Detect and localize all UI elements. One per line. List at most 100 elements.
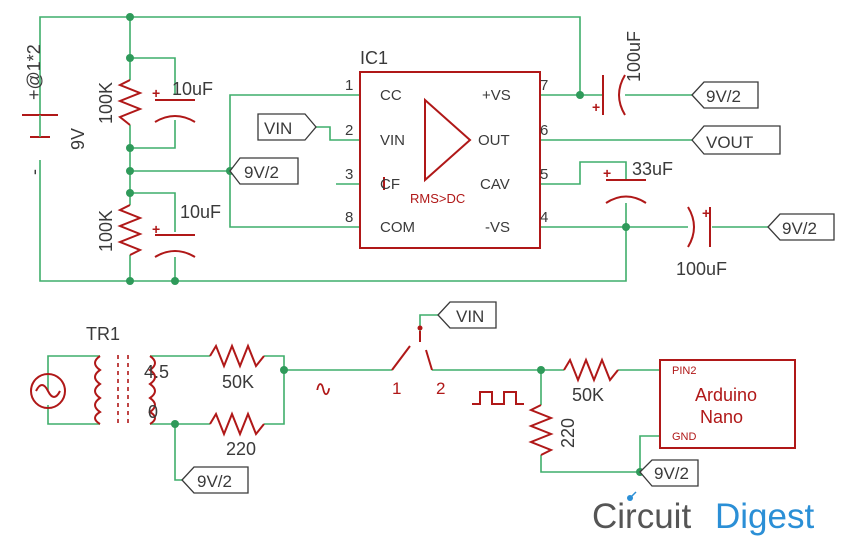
resistor-zigzag bbox=[117, 204, 143, 256]
ic1: IC1 RMS>DC 1 CC 2 VIN 3 CF 8 COM 7 +VS 6… bbox=[345, 48, 548, 249]
flag-9v2-arduino-label: 9V/2 bbox=[654, 464, 689, 483]
resistor-zigzag bbox=[563, 357, 619, 383]
svg-text:+: + bbox=[702, 205, 710, 221]
ac-source bbox=[30, 373, 66, 409]
ic1-pin1-name: CC bbox=[380, 87, 402, 104]
arduino-name-line1: Arduino bbox=[695, 385, 757, 405]
capacitor-100uf-bottom-label: 100uF bbox=[676, 259, 727, 279]
ic1-body bbox=[359, 71, 541, 249]
arduino-nano: PIN2 Arduino Nano GND bbox=[659, 359, 796, 449]
flag-vout-label: VOUT bbox=[706, 133, 753, 152]
capacitor-c-bot: + 10uF bbox=[152, 202, 221, 258]
wires-lower bbox=[47, 314, 660, 481]
flag-9v2-top-right-label: 9V/2 bbox=[706, 87, 741, 106]
arduino-gnd-label: GND bbox=[672, 431, 697, 443]
resistor-r-bot: 100K bbox=[96, 204, 143, 256]
svg-text:+: + bbox=[152, 221, 160, 237]
switch-pos1: 1 bbox=[392, 379, 401, 398]
resistor-zigzag bbox=[528, 404, 554, 456]
circuitdigest-logo: Circuit Digest bbox=[592, 491, 814, 536]
junction-dot bbox=[622, 223, 630, 231]
capacitor-33uf: + 33uF bbox=[603, 159, 673, 204]
flag-9v2-right: 9V/2 bbox=[767, 213, 835, 241]
svg-text:+: + bbox=[152, 85, 160, 101]
capacitor-100uf-bottom: + 100uF bbox=[676, 205, 727, 279]
junction-dot bbox=[126, 13, 134, 21]
resistor-50k-tr: 50K bbox=[209, 343, 265, 392]
arduino-pin2-label: PIN2 bbox=[672, 365, 696, 377]
flag-vin-switch-label: VIN bbox=[456, 307, 484, 326]
capacitor-c-top-label: 10uF bbox=[172, 79, 213, 99]
switch-pos2: 2 bbox=[436, 379, 445, 398]
switch-spdt: 1 2 bbox=[391, 325, 445, 398]
ic1-pin5-name: CAV bbox=[480, 176, 510, 193]
capacitor-plate-curved bbox=[154, 115, 196, 123]
junction-dot bbox=[126, 167, 134, 175]
flag-9v2-arduino: 9V/2 bbox=[639, 459, 699, 487]
resistor-r-top: 100K bbox=[96, 79, 143, 126]
capacitor-c-bot-label: 10uF bbox=[180, 202, 221, 222]
junction-dot bbox=[171, 420, 179, 428]
capacitor-plate-curved bbox=[154, 250, 196, 258]
capacitor-100uf-top-label: 100uF bbox=[624, 31, 644, 82]
logo-digest-text: Digest bbox=[715, 497, 814, 536]
resistor-r-bot-label: 100K bbox=[96, 210, 116, 252]
transformer-name: TR1 bbox=[86, 324, 120, 344]
flag-vin-switch: VIN bbox=[437, 301, 497, 329]
flag-9v2-transformer: 9V/2 bbox=[181, 466, 249, 494]
ic1-pin7-name: +VS bbox=[482, 87, 511, 104]
ic1-name: IC1 bbox=[360, 48, 388, 68]
ic1-pin3-number: 3 bbox=[345, 166, 353, 183]
ic1-pin2-name: VIN bbox=[380, 132, 405, 149]
ic1-pin2-number: 2 bbox=[345, 122, 353, 139]
battery-minus: - bbox=[24, 169, 44, 175]
transformer-tr1: TR1 4.5 0 bbox=[86, 324, 169, 427]
capacitor-100uf-top: + 100uF bbox=[592, 31, 644, 116]
resistor-r-top-label: 100K bbox=[96, 82, 116, 124]
junction-dot bbox=[576, 91, 584, 99]
flag-vout: VOUT bbox=[691, 125, 781, 155]
ic1-pin7-number: 7 bbox=[540, 77, 548, 94]
resistor-zigzag bbox=[117, 79, 143, 126]
ic1-pin5-number: 5 bbox=[540, 166, 548, 183]
ic1-pin6-number: 6 bbox=[540, 122, 548, 139]
flag-9v2-right-label: 9V/2 bbox=[782, 219, 817, 238]
wires-upper bbox=[39, 16, 768, 282]
ic1-pin6-name: OUT bbox=[478, 132, 510, 149]
resistor-50k-tr-label: 50K bbox=[222, 372, 254, 392]
transformer-tap-hi: 4.5 bbox=[144, 362, 169, 382]
ic1-pin4-name: -VS bbox=[485, 219, 510, 236]
junction-dot bbox=[126, 144, 134, 152]
junction-dot bbox=[280, 366, 288, 374]
resistor-zigzag bbox=[209, 343, 265, 369]
junction-dot bbox=[171, 277, 179, 285]
junction-dot bbox=[537, 366, 545, 374]
ic1-amplifier-symbol bbox=[424, 97, 472, 183]
junction-dot bbox=[126, 189, 134, 197]
junction-dot bbox=[126, 54, 134, 62]
resistor-220-tr: 220 bbox=[209, 411, 265, 459]
flag-9v2-divider: 9V/2 bbox=[229, 157, 299, 185]
capacitor-33uf-label: 33uF bbox=[632, 159, 673, 179]
switch-arm-left bbox=[391, 345, 411, 371]
flag-9v2-top-right: 9V/2 bbox=[691, 81, 759, 109]
resistor-zigzag bbox=[209, 411, 265, 437]
ic1-pin8-number: 8 bbox=[345, 209, 353, 226]
ic1-pin1-number: 1 bbox=[345, 77, 353, 94]
arduino-name-line2: Nano bbox=[700, 407, 743, 427]
transformer-primary-coil bbox=[94, 355, 102, 425]
battery: +@1*2 9V - bbox=[22, 44, 88, 175]
svg-text:+: + bbox=[603, 165, 611, 181]
ic1-pin8-name: COM bbox=[380, 219, 415, 236]
svg-text:+: + bbox=[592, 99, 600, 115]
flag-9v2-transformer-label: 9V/2 bbox=[197, 472, 232, 491]
transformer-secondary-coil bbox=[148, 355, 156, 425]
resistor-50k-arduino: 50K bbox=[563, 357, 619, 405]
resistor-220-tr-label: 220 bbox=[226, 439, 256, 459]
sine-wave-icon bbox=[35, 384, 61, 398]
switch-arm-right bbox=[425, 349, 433, 371]
sine-wave-glyph: ∿ bbox=[314, 376, 332, 401]
transformer-tap-lo: 0 bbox=[148, 402, 158, 422]
capacitor-c-top: + 10uF bbox=[152, 79, 213, 123]
